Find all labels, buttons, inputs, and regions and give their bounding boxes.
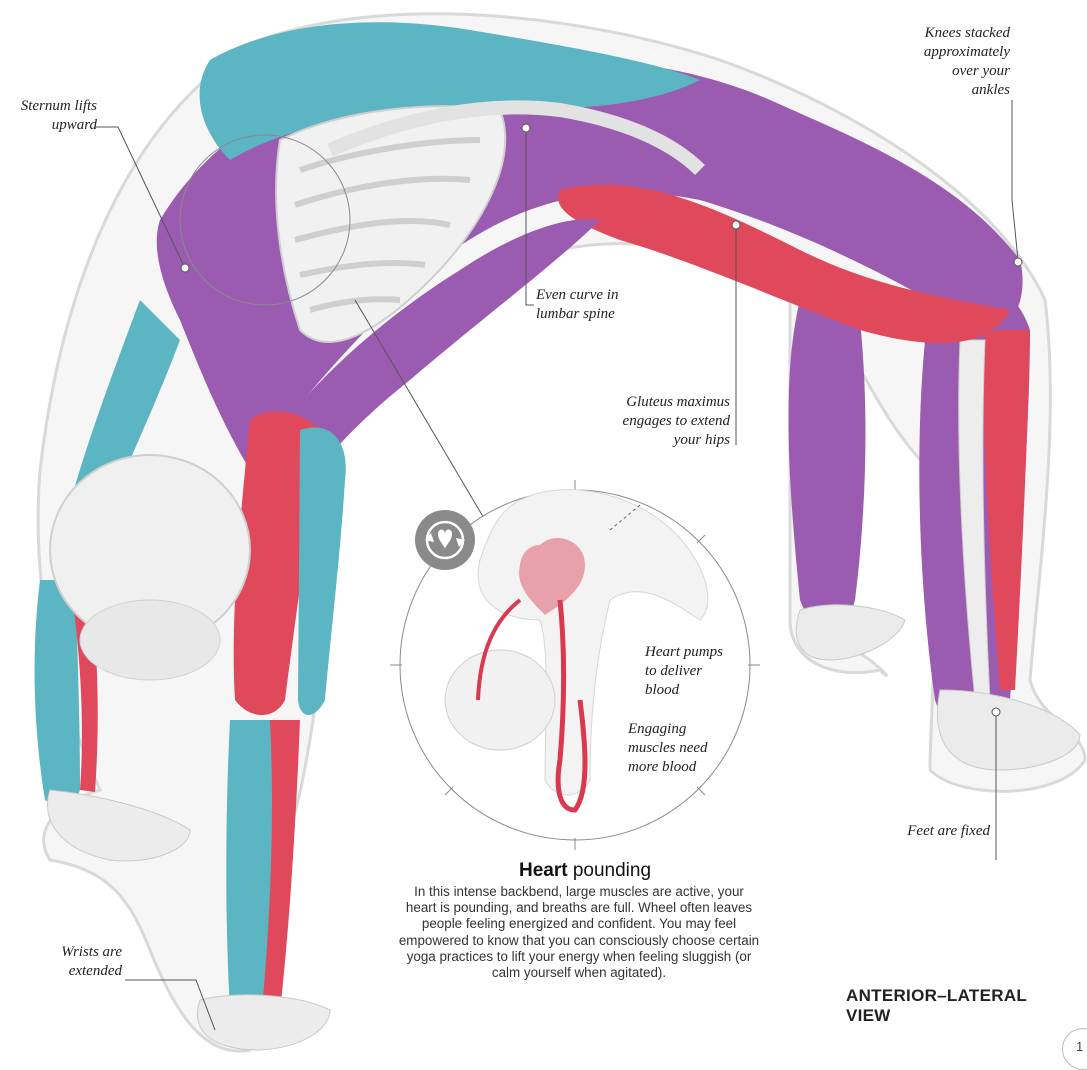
view-title: ANTERIOR–LATERAL VIEW [846,986,1027,1026]
feet-label: Feet are fixed [860,822,990,841]
arm-teal-back [298,427,346,715]
lumbar-label: Even curve in lumbar spine [536,286,676,324]
right-forearm [35,580,80,805]
sternum-label: Sternum lifts upward [0,97,97,135]
left-hand [198,995,331,1050]
engaging-muscles-label: Engaging muscles need more blood [628,720,738,777]
gluteus-label: Gluteus maximus engages to extend your h… [570,393,730,450]
right-thigh-muscle [788,292,865,630]
heart-cycle-icon [415,510,475,570]
head-hair [80,600,220,680]
info-heading: Heart pounding [400,860,770,882]
inset-head [445,650,555,750]
knees-label: Knees stacked approximately over your an… [880,24,1010,100]
left-foot [938,690,1081,770]
right-foot [796,605,905,660]
info-body: In this intense backbend, large muscles … [398,884,760,981]
wrists-label: Wrists are extended [0,943,122,981]
heart-pumps-label: Heart pumps to deliver blood [645,643,755,700]
